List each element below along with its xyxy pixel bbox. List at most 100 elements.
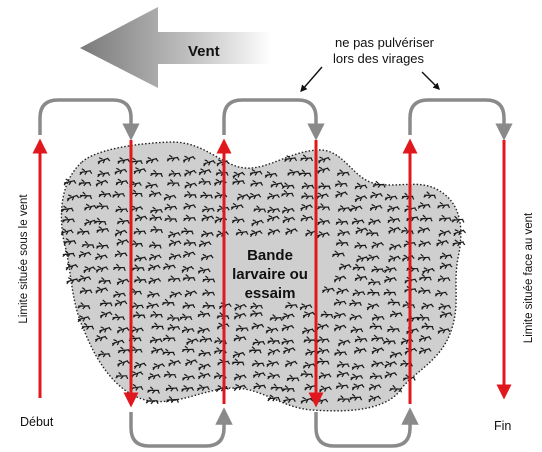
locust-icon bbox=[333, 324, 347, 332]
locust-icon bbox=[198, 363, 211, 371]
band-label-line-2: larvaire ou bbox=[232, 266, 308, 283]
locust-icon bbox=[198, 168, 212, 176]
locust-icon bbox=[232, 177, 246, 185]
locust-icon bbox=[84, 203, 97, 211]
locust-icon bbox=[95, 179, 109, 187]
locust-icon bbox=[79, 191, 93, 200]
locust-icon bbox=[300, 203, 313, 212]
locust-icon bbox=[196, 384, 210, 392]
locust-icon bbox=[334, 349, 348, 357]
locust-icon bbox=[199, 191, 213, 199]
locust-icon bbox=[389, 243, 402, 251]
locust-icon bbox=[317, 203, 331, 211]
locust-icon bbox=[400, 359, 413, 367]
locust-icon bbox=[60, 205, 74, 213]
locust-icon bbox=[167, 323, 181, 331]
locust-icon bbox=[389, 384, 403, 393]
locust-icon bbox=[183, 190, 197, 199]
locust-icon bbox=[114, 299, 128, 307]
locust-icon bbox=[214, 178, 227, 186]
locust-icon bbox=[233, 312, 247, 320]
locust-icon bbox=[285, 228, 298, 236]
locust-icon bbox=[148, 264, 161, 272]
locust-icon bbox=[81, 322, 95, 330]
locust-icon bbox=[230, 202, 244, 210]
locust-icon bbox=[349, 393, 363, 401]
locust-icon bbox=[151, 322, 165, 330]
locust-icon bbox=[249, 229, 263, 238]
locust-icon bbox=[388, 226, 401, 235]
locust-icon bbox=[133, 167, 147, 175]
locust-icon bbox=[335, 190, 348, 198]
locust-icon bbox=[336, 287, 349, 295]
locust-icon bbox=[148, 253, 162, 261]
locust-icon bbox=[116, 217, 130, 225]
locust-icon bbox=[198, 177, 212, 186]
locust-icon bbox=[354, 195, 368, 203]
locust-icon bbox=[304, 383, 318, 391]
locust-icon bbox=[201, 205, 215, 213]
locust-icon bbox=[147, 373, 161, 381]
locust-icon bbox=[213, 347, 227, 355]
locust-icon bbox=[134, 254, 147, 262]
locust-icon bbox=[353, 346, 367, 354]
locust-icon bbox=[434, 289, 448, 297]
locust-icon bbox=[300, 192, 314, 200]
locust-icon bbox=[185, 359, 198, 367]
locust-icon bbox=[317, 218, 331, 226]
locust-icon bbox=[349, 313, 363, 321]
locust-icon bbox=[355, 227, 369, 235]
locust-icon bbox=[267, 337, 281, 345]
locust-icon bbox=[337, 395, 351, 403]
locust-icon bbox=[97, 170, 111, 178]
locust-icon bbox=[168, 239, 182, 247]
locust-icon bbox=[181, 326, 195, 334]
locust-icon bbox=[99, 311, 113, 319]
locust-icon bbox=[317, 231, 330, 239]
locust-icon bbox=[423, 191, 437, 199]
locust-icon bbox=[134, 214, 148, 222]
locust-icon bbox=[117, 359, 130, 367]
locust-icon bbox=[115, 178, 129, 186]
locust-icon bbox=[253, 382, 267, 390]
locust-icon bbox=[418, 240, 432, 248]
locust-icon bbox=[417, 286, 431, 295]
locust-icon bbox=[406, 327, 419, 335]
locust-icon bbox=[352, 289, 366, 297]
locust-icon bbox=[281, 338, 295, 346]
locust-icon bbox=[349, 204, 363, 212]
locust-icon bbox=[96, 226, 110, 234]
locust-icon bbox=[417, 253, 431, 261]
locust-icon bbox=[265, 326, 279, 334]
locust-icon bbox=[133, 276, 147, 284]
locust-icon bbox=[267, 192, 280, 200]
locust-icon bbox=[81, 240, 95, 249]
locust-icon bbox=[150, 169, 163, 178]
locust-icon bbox=[182, 373, 195, 381]
locust-icon bbox=[145, 181, 159, 189]
locust-icon bbox=[369, 322, 383, 330]
locust-icon bbox=[354, 241, 368, 249]
locust-icon bbox=[372, 180, 386, 188]
locust-icon bbox=[145, 397, 159, 405]
locust-icon bbox=[251, 322, 265, 330]
locust-icon bbox=[116, 238, 130, 246]
locust-icon bbox=[287, 168, 301, 176]
locust-icon bbox=[354, 335, 368, 343]
locust-icon bbox=[402, 254, 415, 262]
locust-icon bbox=[78, 179, 92, 187]
locust-icon bbox=[112, 190, 126, 198]
locust-icon bbox=[248, 346, 262, 354]
locust-icon bbox=[354, 182, 368, 190]
locust-icon bbox=[416, 313, 430, 322]
locust-icon bbox=[166, 179, 180, 187]
locust-icon bbox=[439, 252, 453, 260]
locust-icon bbox=[318, 156, 331, 164]
locust-icon bbox=[368, 383, 382, 391]
locust-icon bbox=[115, 205, 129, 213]
locust-icon bbox=[114, 167, 128, 175]
locust-icon bbox=[387, 205, 400, 213]
locust-icon bbox=[383, 288, 397, 296]
locust-icon bbox=[200, 230, 214, 238]
locust-icon bbox=[149, 214, 163, 222]
